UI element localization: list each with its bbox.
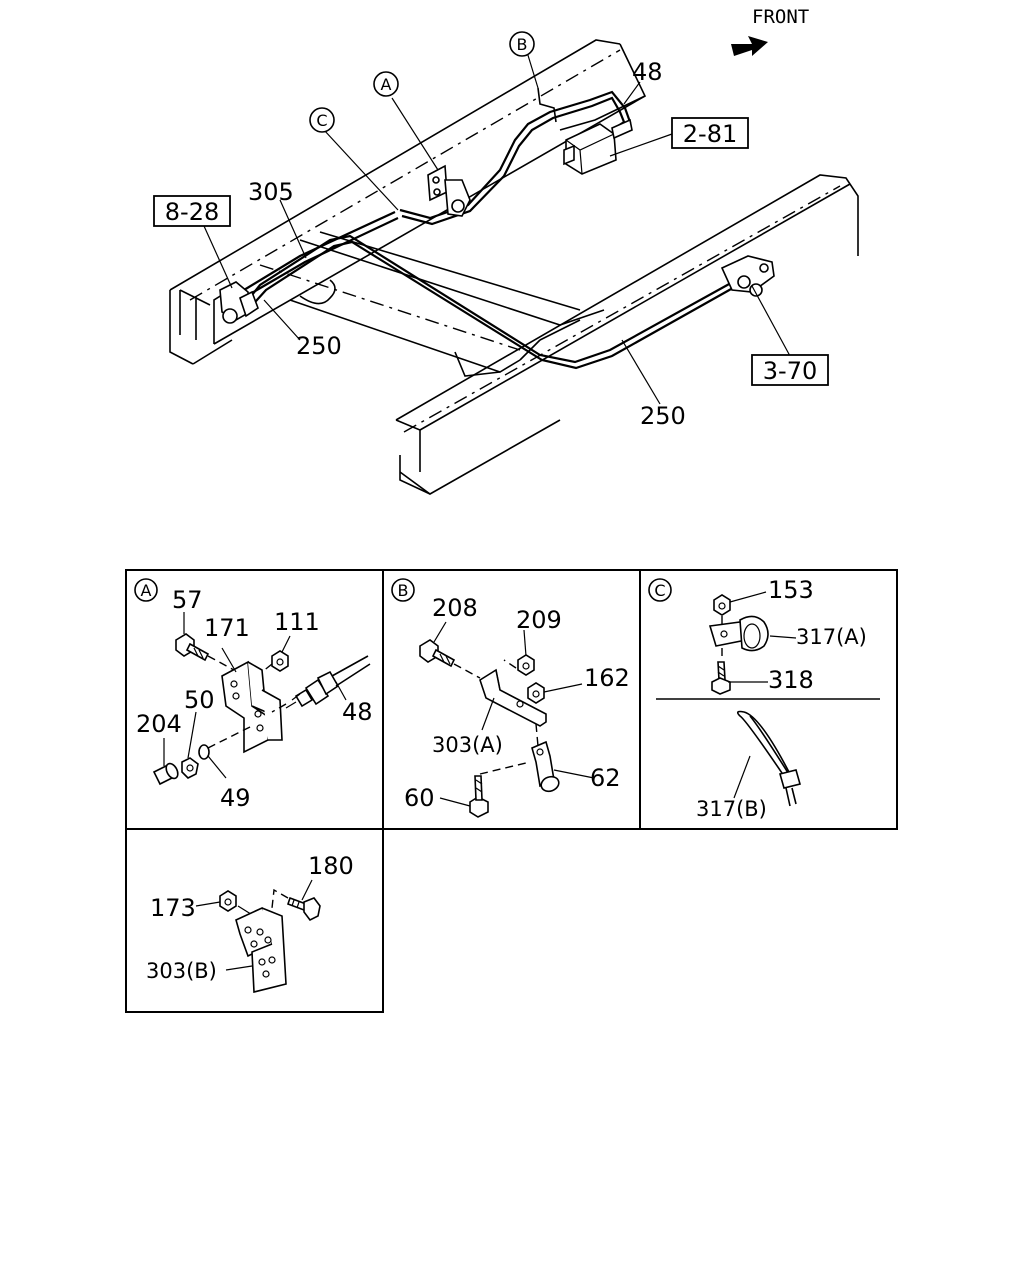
label-50: 50 — [184, 686, 215, 714]
label-317b: 317(B) — [696, 797, 767, 821]
label-153: 153 — [768, 576, 814, 604]
label-162: 162 — [584, 664, 630, 692]
nut-153-part — [713, 594, 731, 624]
main-leader-lines — [203, 51, 791, 405]
boxed-ref-3-70: 3-70 — [751, 354, 829, 386]
callout-48: 48 — [632, 58, 663, 86]
svg-text:B: B — [517, 35, 528, 54]
bolt-57-part — [175, 633, 235, 671]
cable-tie-317b-part — [736, 710, 801, 807]
detail-b-panel: B — [391, 578, 630, 818]
main-chassis-view: A B C 48 305 250 250 2-81 8-28 3-70 — [153, 31, 859, 495]
pipe-fitting-48-part — [271, 655, 371, 713]
label-57: 57 — [172, 586, 203, 614]
right-connector-part — [720, 255, 775, 297]
bolt-180-part — [271, 888, 321, 922]
label-60: 60 — [404, 784, 435, 812]
bolt-60-part — [469, 761, 531, 818]
ref-circle-b: B — [509, 31, 535, 57]
label-209: 209 — [516, 606, 562, 634]
label-303a: 303(A) — [432, 733, 503, 757]
bolt-208-part — [419, 639, 481, 679]
svg-text:A: A — [141, 581, 152, 600]
detail-d-leaders — [195, 879, 313, 971]
detail-a-panel: A — [134, 578, 373, 812]
label-171: 171 — [204, 614, 250, 642]
svg-text:3-70: 3-70 — [763, 357, 817, 385]
label-48: 48 — [342, 698, 373, 726]
callout-305: 305 — [248, 178, 294, 206]
label-49: 49 — [220, 784, 251, 812]
bracket-171-part — [221, 660, 283, 754]
svg-text:2-81: 2-81 — [683, 120, 737, 148]
detail-b-ref: B — [391, 578, 415, 602]
svg-text:A: A — [381, 75, 392, 94]
detail-a-ref: A — [134, 578, 158, 602]
detail-panels-frame — [125, 569, 898, 1013]
clamp-317a-part — [708, 615, 769, 660]
boxed-ref-2-81: 2-81 — [671, 117, 749, 149]
label-62: 62 — [590, 764, 621, 792]
label-317a: 317(A) — [796, 625, 867, 649]
ref-circle-c: C — [309, 107, 335, 133]
ref-circle-a: A — [373, 71, 399, 97]
svg-text:B: B — [398, 581, 409, 600]
label-303b: 303(B) — [146, 959, 217, 983]
bracket-303b-part — [235, 906, 287, 994]
nut-209-part — [503, 654, 535, 676]
left-connector-part — [219, 281, 259, 324]
clip-62-part — [531, 740, 560, 793]
nut-162-part — [527, 682, 545, 704]
svg-text:C: C — [654, 581, 665, 600]
detail-a-leaders — [163, 612, 347, 779]
label-318: 318 — [768, 666, 814, 694]
detail-bracket-panel: 180 173 303(B) — [146, 852, 354, 994]
front-indicator: FRONT — [731, 6, 809, 56]
bracket-303a-part — [479, 668, 547, 747]
washer-49-part — [198, 725, 253, 760]
left-frame-rail — [169, 39, 647, 365]
detail-c-panel: C — [648, 576, 867, 821]
detail-b-leaders — [433, 621, 595, 807]
detail-c-leaders — [728, 591, 797, 799]
front-arrow-icon — [731, 36, 768, 56]
bracket-a-part — [427, 164, 471, 217]
nut-50-part — [181, 757, 199, 779]
cross-member — [259, 231, 605, 377]
callout-250-right: 250 — [640, 402, 686, 430]
label-111: 111 — [274, 608, 320, 636]
label-173: 173 — [150, 894, 196, 922]
boxed-ref-8-28: 8-28 — [153, 195, 231, 227]
bolt-318-part — [711, 661, 731, 695]
svg-text:C: C — [316, 111, 327, 130]
brake-pipe-250 — [239, 211, 741, 370]
nut-173-part — [219, 890, 255, 917]
right-frame-rail — [395, 174, 859, 495]
callout-250-left: 250 — [296, 332, 342, 360]
nut-111-part — [261, 650, 289, 673]
label-180: 180 — [308, 852, 354, 880]
sleeve-204-part — [152, 762, 179, 786]
svg-text:8-28: 8-28 — [165, 198, 219, 226]
label-204: 204 — [136, 710, 182, 738]
front-label: FRONT — [752, 6, 809, 28]
label-208: 208 — [432, 594, 478, 622]
detail-c-ref: C — [648, 578, 672, 602]
valve-module-part — [563, 118, 633, 175]
